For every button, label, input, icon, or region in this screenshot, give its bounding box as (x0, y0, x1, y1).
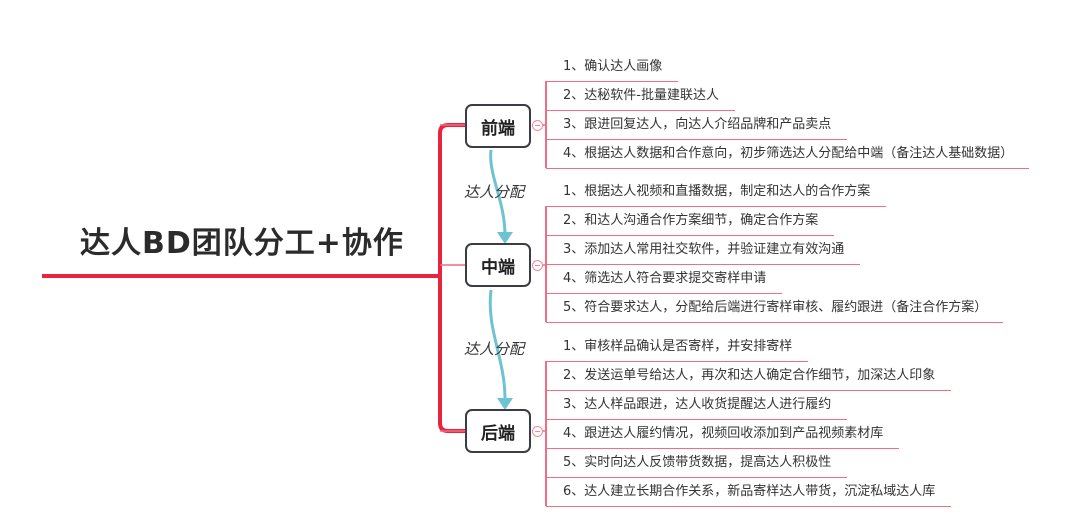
arrow-label: 达人分配 (464, 183, 525, 201)
list-item[interactable]: 3、添加达人常用社交软件，并验证建立有效沟通 (546, 237, 861, 265)
list-item[interactable]: 2、发送运单号给达人，再次和达人确定合作细节，加深达人印象 (546, 363, 952, 391)
node-label: 前端 (481, 118, 515, 139)
collapse-toggle-icon[interactable] (532, 260, 543, 271)
map-title: 达人BD团队分工+协作 (80, 226, 404, 261)
list-item[interactable]: 6、达人建立长期合作关系，新品寄样达人带货，沉淀私域达人库 (546, 479, 952, 507)
main-bracket (438, 123, 465, 433)
branch-bracket (545, 81, 547, 168)
branch-bracket (545, 206, 547, 322)
node-label: 中端 (481, 257, 515, 278)
list-item[interactable]: 2、和达人沟通合作方案细节，确定合作方案 (546, 208, 835, 236)
list-item[interactable]: 1、审核样品确认是否寄样，并安排寄样 (546, 334, 809, 362)
arrow-mid-to-back (488, 289, 507, 403)
node-midend[interactable]: 中端 (465, 243, 531, 287)
list-item[interactable]: 4、筛选达人符合要求提交寄样申请 (546, 266, 783, 294)
list-item[interactable]: 1、确认达人画像 (546, 54, 679, 82)
list-item[interactable]: 3、跟进回复达人，向达人介绍品牌和产品卖点 (546, 112, 848, 140)
node-label: 后端 (481, 423, 515, 444)
collapse-toggle-icon[interactable] (532, 426, 543, 437)
list-item[interactable]: 5、符合要求达人，分配给后端进行寄样审核、履约跟进（备注合作方案） (546, 295, 1004, 323)
list-item[interactable]: 1、根据达人视频和直播数据，制定和达人的合作方案 (546, 179, 887, 207)
arrow-front-to-mid (489, 149, 507, 237)
list-item[interactable]: 5、实时向达人反馈带货数据，提高达人积极性 (546, 450, 848, 478)
node-backend[interactable]: 后端 (465, 409, 531, 453)
arrow-label: 达人分配 (464, 340, 525, 358)
node-frontend[interactable]: 前端 (465, 104, 531, 148)
list-item[interactable]: 3、达人样品跟进，达人收货提醒达人进行履约 (546, 392, 848, 420)
list-item[interactable]: 4、根据达人数据和合作意向，初步筛选达人分配给中端（备注达人基础数据） (546, 141, 1030, 169)
list-item[interactable]: 4、跟进达人履约情况，视频回收添加到产品视频素材库 (546, 421, 900, 449)
branch-bracket (545, 361, 547, 506)
collapse-toggle-icon[interactable] (532, 120, 543, 131)
list-item[interactable]: 2、达秘软件-批量建联达人 (546, 83, 735, 111)
